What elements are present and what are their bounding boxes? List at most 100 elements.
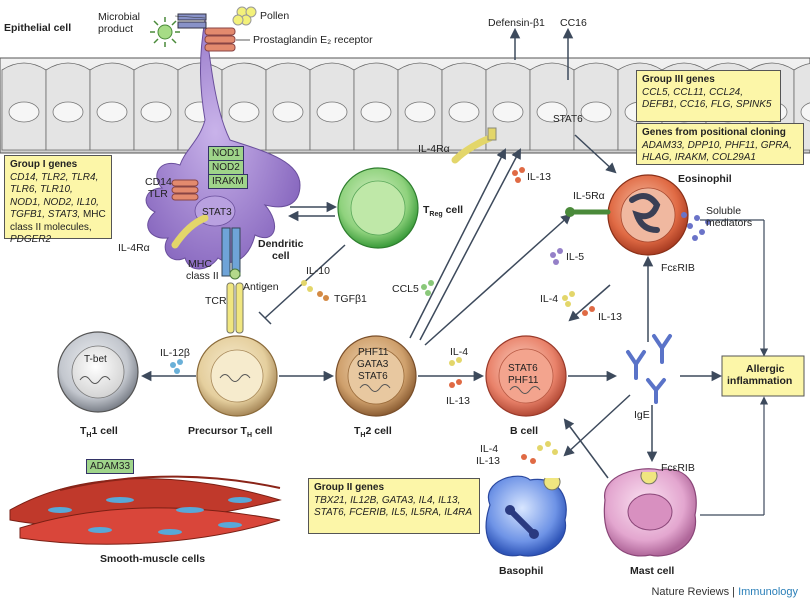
epithelial-nucleus bbox=[800, 102, 810, 122]
epithelial-nucleus bbox=[536, 101, 568, 123]
nod1-marker: NOD1 bbox=[208, 146, 244, 161]
eosinophil-cell bbox=[607, 174, 689, 256]
footer-separator: | bbox=[729, 586, 739, 598]
tgfb1-label: TGFβ1 bbox=[334, 293, 367, 305]
il4-basophil-label: IL-4 bbox=[480, 443, 498, 455]
epithelial-nucleus bbox=[492, 101, 524, 123]
group-2-title: Group II genes bbox=[314, 482, 385, 493]
tbet-label: T-bet bbox=[84, 354, 107, 365]
mhc-tcr-complex bbox=[221, 227, 244, 334]
il4ra-epithelial-label: IL-4Rα bbox=[418, 143, 450, 155]
il13-basophil-label: IL-13 bbox=[476, 455, 500, 467]
il13-top-label: IL-13 bbox=[527, 171, 551, 183]
il5-label: IL-5 bbox=[566, 251, 584, 263]
footer-credit: Nature Reviews | Immunology bbox=[651, 586, 798, 598]
epithelial-cell-label: Epithelial cell bbox=[4, 22, 71, 34]
treg-cell-label: TReg cell bbox=[423, 204, 463, 218]
group-3-genes-box: Group III genes CCL5, CCL11, CCL24, DEFB… bbox=[636, 70, 781, 122]
il4ra-dc-label: IL-4Rα bbox=[118, 242, 150, 254]
il13-mid-label: IL-13 bbox=[598, 311, 622, 323]
group-1-genes: CD14, TLR2, TLR4, TLR6, TLR10, NOD1, NOD… bbox=[10, 171, 99, 221]
group-1-extra: MHC class II molecules, bbox=[10, 209, 106, 233]
th2-cell-label: TH2 cell bbox=[354, 425, 392, 439]
epithelial-nucleus bbox=[8, 101, 40, 123]
group-3-title: Group III genes bbox=[642, 74, 715, 85]
b-cell bbox=[485, 335, 567, 417]
b-cell-label: B cell bbox=[510, 425, 538, 437]
epithelial-nucleus bbox=[96, 101, 128, 123]
il12b-label: IL-12β bbox=[160, 347, 190, 359]
adam33-marker: ADAM33 bbox=[86, 459, 135, 474]
th2-gata3-label: GATA3 bbox=[357, 359, 389, 370]
epithelial-nucleus bbox=[228, 101, 260, 123]
ige-label: IgE bbox=[634, 409, 650, 421]
group-2-genes-box: Group II genes TBX21, IL12B, GATA3, IL4,… bbox=[308, 478, 480, 534]
pollen-icon bbox=[232, 6, 257, 26]
group-1-title: Group I genes bbox=[10, 159, 78, 170]
precursor-th-cell bbox=[196, 335, 278, 417]
allergic-inflammation-box bbox=[721, 355, 805, 397]
th2-stat6-label: STAT6 bbox=[358, 371, 388, 382]
microbial-product-icon bbox=[150, 17, 180, 47]
group-1-genes-box: Group I genes CD14, TLR2, TLR4, TLR6, TL… bbox=[4, 155, 112, 245]
footer-section: Immunology bbox=[738, 586, 798, 598]
epithelial-nucleus bbox=[316, 101, 348, 123]
microbial-receptor-icon bbox=[177, 13, 207, 29]
bcell-stat6-label: STAT6 bbox=[508, 363, 538, 374]
cytokine-dots bbox=[170, 167, 595, 464]
antigen-label: Antigen bbox=[243, 281, 279, 293]
epithelial-nucleus bbox=[404, 101, 436, 123]
epithelial-nucleus bbox=[580, 101, 612, 123]
il13-th2-label: IL-13 bbox=[446, 395, 470, 407]
mast-cell bbox=[603, 468, 697, 557]
stat3-label: STAT3 bbox=[202, 207, 232, 218]
stat6-epithelial-label: STAT6 bbox=[553, 114, 583, 125]
defensin-label: Defensin-β1 bbox=[488, 17, 545, 29]
basophil-cell bbox=[485, 475, 567, 557]
cc16-label: CC16 bbox=[560, 17, 587, 29]
pge2-receptor-label: Prostaglandin E₂ receptor bbox=[253, 34, 373, 46]
pollen-label: Pollen bbox=[260, 10, 289, 22]
irakm-marker: IRAKM bbox=[208, 174, 248, 189]
group-2-genes: TBX21, IL12B, GATA3, IL4, IL13, STAT6, F… bbox=[314, 494, 473, 519]
epithelial-nucleus bbox=[140, 101, 172, 123]
basophil-label: Basophil bbox=[499, 565, 543, 577]
treg-cell bbox=[337, 167, 419, 249]
il4-mid-label: IL-4 bbox=[540, 293, 558, 305]
il10-label: IL-10 bbox=[306, 265, 330, 277]
ige-antibodies bbox=[626, 334, 672, 404]
epithelial-nucleus bbox=[360, 101, 392, 123]
th2-cell bbox=[335, 335, 417, 417]
fceri-eosinophil-label: FcεRIB bbox=[661, 262, 695, 274]
fceri-mast-label: FcεRIB bbox=[661, 462, 695, 474]
eosinophil-label: Eosinophil bbox=[678, 173, 732, 185]
prostaglandin-receptor-icon bbox=[204, 27, 236, 52]
il4-th2-label: IL-4 bbox=[450, 346, 468, 358]
bcell-phf11-label: PHF11 bbox=[508, 375, 539, 386]
group-1-last: PDGER2 bbox=[10, 234, 52, 245]
positional-cloning-title: Genes from positional cloning bbox=[642, 127, 786, 138]
positional-cloning-genes: ADAM33, DPP10, PHF11, GPRA, HLAG, IRAKM,… bbox=[642, 139, 792, 164]
cd14-tlr-receptor-icon bbox=[171, 179, 199, 201]
th1-cell-label: TH1 cell bbox=[80, 425, 118, 439]
nod2-marker: NOD2 bbox=[208, 160, 244, 175]
ccl5-label: CCL5 bbox=[392, 283, 419, 295]
il5ra-label: IL-5Rα bbox=[573, 190, 605, 202]
precursor-th-label: Precursor TH cell bbox=[188, 425, 273, 439]
smooth-muscle-cells bbox=[9, 475, 282, 545]
footer-journal: Nature Reviews bbox=[651, 586, 730, 598]
tcr-label: TCR bbox=[205, 295, 227, 307]
smooth-muscle-label: Smooth-muscle cells bbox=[100, 553, 205, 565]
positional-cloning-box: Genes from positional cloning ADAM33, DP… bbox=[636, 123, 804, 165]
il4ra-receptor-icon bbox=[171, 214, 209, 249]
group-3-genes: CCL5, CCL11, CCL24, DEFB1, CC16, FLG, SP… bbox=[642, 86, 772, 111]
epithelial-nucleus bbox=[448, 101, 480, 123]
th1-cell bbox=[57, 331, 139, 413]
